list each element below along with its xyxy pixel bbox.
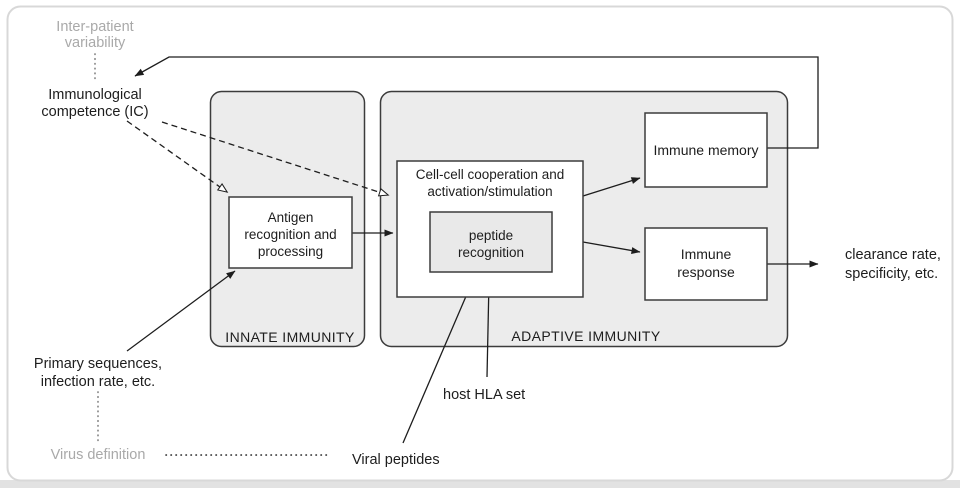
peptide-recognition-box — [429, 211, 553, 273]
cell-cooperation-label-line2: activation/stimulation — [427, 184, 552, 199]
cell-cooperation-label-line1: Cell-cell cooperation and — [416, 167, 565, 182]
inter-patient-variability-label-line1: Inter-patient — [56, 19, 133, 35]
antigen-label-line2: recognition and — [244, 227, 336, 242]
cell-cooperation-to-immune-memory-arrow — [582, 177, 641, 197]
cell-cooperation-to-immune-response-arrow — [582, 241, 641, 254]
antigen-label-line1: Antigen — [268, 210, 314, 225]
adaptive-immunity-title: ADAPTIVE IMMUNITY — [511, 328, 660, 344]
clearance-output-label-line2: specificity, etc. — [845, 266, 938, 282]
innate-immunity-title: INNATE IMMUNITY — [225, 329, 355, 345]
antigen-processing-box — [228, 196, 353, 269]
immune-response-label-line2: response — [677, 264, 735, 280]
immunological-competence-label-line2: competence (IC) — [41, 104, 148, 120]
immunological-competence-label-line1: Immunological — [48, 87, 142, 103]
immune-memory-label: Immune memory — [653, 142, 758, 158]
viral-peptides-label: Viral peptides — [352, 452, 440, 468]
viral-peptides-to-peptide-recognition-arrow — [402, 279, 474, 444]
host-hla-set-label: host HLA set — [443, 387, 525, 403]
immune-response-box — [644, 227, 768, 301]
page-bottom-strip — [0, 480, 960, 488]
inter-patient-variability-label-line2: variability — [65, 35, 126, 51]
peptide-recognition-label-line2: recognition — [458, 245, 524, 260]
peptide-recognition-label-line1: peptide — [469, 228, 513, 243]
immune-response-label-line1: Immune — [681, 246, 732, 262]
virus-definition-label: Virus definition — [51, 447, 146, 463]
clearance-output-label-line1: clearance rate, — [845, 247, 941, 263]
immune-memory-feedback-arrow — [134, 56, 819, 149]
primary-sequences-label-line2: infection rate, etc. — [41, 374, 155, 390]
primary-sequences-to-antigen-arrow — [126, 270, 236, 352]
immune-memory-box — [644, 112, 768, 188]
antigen-label-line3: processing — [258, 244, 323, 259]
ic-to-antigen-dashed-arrow — [126, 120, 229, 193]
primary-sequences-label-line1: Primary sequences, — [34, 356, 162, 372]
